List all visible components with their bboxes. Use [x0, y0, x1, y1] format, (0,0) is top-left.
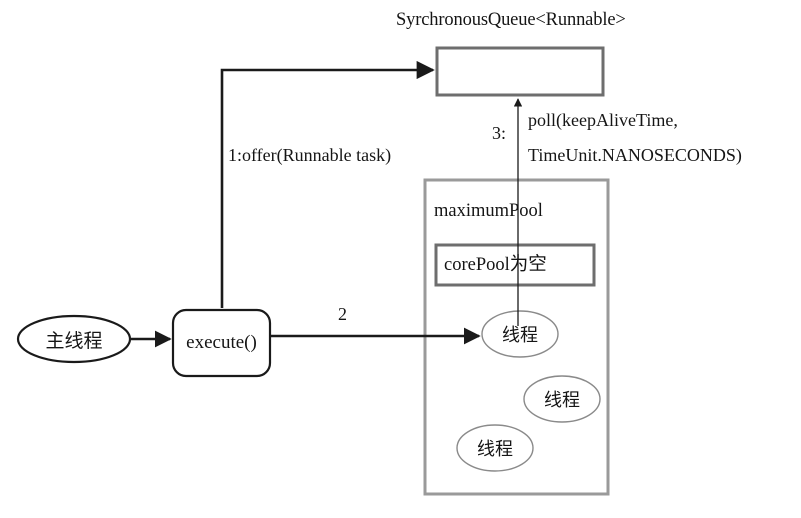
step2-annotation-label: 2 [338, 304, 347, 324]
core-pool-box[interactable] [434, 243, 596, 287]
poll-annotation-line-2: TimeUnit.NANOSECONDS) [528, 145, 742, 165]
core-pool-label: corePool为空 [444, 255, 547, 275]
thread-ellipse-2[interactable] [523, 375, 601, 423]
main-thread-ellipse[interactable] [16, 314, 132, 364]
execute-box[interactable] [171, 308, 272, 378]
synchronous-queue-title: SyrchronousQueue<Runnable> [396, 10, 626, 30]
poll-annotation-line-1: poll(keepAliveTime, [528, 110, 678, 130]
poll-step-index-label: 3: [492, 123, 507, 143]
thread-ellipse-3[interactable] [456, 424, 534, 472]
synchronous-queue-box[interactable] [435, 46, 605, 97]
arrow-offer-to-queue [220, 60, 435, 308]
maximum-pool-label: maximumPool [434, 201, 543, 221]
thread-ellipse-1[interactable] [481, 310, 559, 358]
offer-annotation-label: 1:offer(Runnable task) [228, 145, 392, 165]
